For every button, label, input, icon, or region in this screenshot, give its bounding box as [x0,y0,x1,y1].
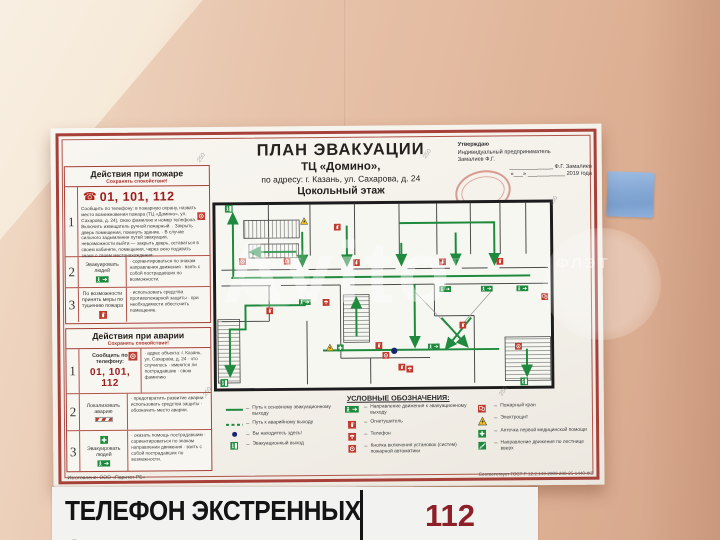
accident-step-1: 1 Сообщить по телефону: 01, 101, 112 · а… [66,348,211,395]
you-are-here-dot-icon [231,431,237,437]
fire-panel-header: Действия при пожаре Сохранять спокойстви… [64,166,209,188]
electrical-panel-icon [477,416,486,425]
first-aid-kit-icon [478,429,486,437]
step-number: 3 [67,431,81,473]
legend-label: Телефон [370,431,391,438]
watermark-row-text: ФЛЭТ [408,255,463,272]
accident-step-2: 2 Локализовать аварию · предотвратить ра… [66,393,212,432]
route-emergency-line-icon [225,423,243,426]
exit-sign-icon [97,460,110,467]
step-number: 1 [66,349,80,394]
fire-step-3-label: По возможности принять меры по тушению п… [81,290,123,310]
accident-step-2-bullets: · предотвратить развитие аварии · исполь… [130,395,207,413]
emergency-sign-line2: СЛУЖБ [65,531,361,540]
floor-plan-drawing [212,199,555,392]
fire-step-2-label: Эвакуировать людей [85,261,119,274]
wall-corner-line [344,0,347,128]
plan-floor: Цокольный этаж [297,184,385,198]
direction-sign-icon [345,405,359,412]
sign-divider [360,490,363,540]
gost-compliance-note: Соответствует ГОСТ Р 12.2.143-2009 200-2… [478,470,594,477]
legend-label: Вы находитесь здесь! [252,430,302,437]
legend-label: Направление движения по лестнице вверх [500,439,584,452]
stairs-up-icon [478,441,486,449]
emergency-number-112: 112 [424,498,475,533]
watermark-row-text: ФЛЭТ [250,255,305,272]
accident-actions-panel: Действия при аварии Сохранять спокойстви… [65,327,213,473]
evacuation-exit-icon [230,442,238,450]
hazard-stripes-icon [94,416,113,422]
plan-title-block: ПЛАН ЭВАКУАЦИИ ТЦ «Домино», по адресу: г… [201,140,481,198]
dimension-mark: 250 [548,195,560,207]
legend-label: Огнетушитель [370,419,403,426]
step-number: 2 [65,257,79,288]
legend-column-1: Путь к основному эвакуационному выходу П… [225,405,337,461]
watermark-row-text: ФЛЭТ [556,255,611,272]
watermark-circle [543,228,661,340]
accident-step-2-label: Локализовать аварию [86,402,121,415]
evacuation-plan-board: ПЛАН ЭВАКУАЦИИ ТЦ «Домино», по адресу: г… [50,123,605,490]
emergency-phone-sign: ТЕЛЕФОН ЭКСТРЕННЫХ СЛУЖБ 112 [52,487,538,540]
fire-alarm-button-icon [197,212,205,220]
step-number: 1 [64,187,79,257]
fire-step-2: 2 Эвакуировать людей · сориентироваться … [65,256,210,289]
accident-step-3: 3 Эвакуировать людей · оказать помощь по… [67,430,211,473]
legend-column-3: Пожарный кран Электрощит Аптечка первой … [473,403,597,459]
fire-step-3-bullets: · использовать средства противопожарной … [129,289,199,314]
fire-actions-panel: Действия при пожаре Сохранять спокойстви… [63,165,212,325]
emergency-sign-text: ТЕЛЕФОН ЭКСТРЕННЫХ СЛУЖБ [65,492,361,540]
legend-column-2: Направление движения к эвакуационному вы… [343,404,467,460]
plan-title: ПЛАН ЭВАКУАЦИИ [256,140,425,160]
legend-label: Направление движения к эвакуационному вы… [370,403,467,416]
legend-label: Путь к основному эвакуационному выходу [252,404,331,417]
plan-building: ТЦ «Домино», [301,160,381,174]
fire-extinguisher-icon [348,421,356,429]
legend-label: Электрощит [500,415,529,421]
accident-step-1-bullets: · адрес объекта: г. Казань, ул. Сахарова… [144,350,202,381]
accident-step-3-bullets: · оказать помощь пострадавшим · сориенти… [131,432,206,463]
exit-sign-icon [96,275,109,282]
accident-step-3-label: Эвакуировать людей [86,445,121,459]
emergency-sign-line1: ТЕЛЕФОН ЭКСТРЕННЫХ [65,495,361,526]
alarm-button-icon [128,352,137,361]
telephone-icon [348,433,356,441]
legend-label: Путь к аварийному выходу [252,420,314,427]
manufacturer-note: Изготовлено: ООО «Паритет-РБ» [67,474,146,482]
fire-hydrant-icon [478,404,486,412]
floor-plan [209,198,559,393]
phone-icon [83,192,97,203]
watermark-circle [238,236,310,308]
route-main-line-icon [225,408,243,411]
wall-shadow [640,0,720,540]
step-number: 3 [65,288,80,323]
fire-extinguisher-icon [99,311,107,319]
legend-title: УСЛОВНЫЕ ОБОЗНАЧЕНИЯ: [346,392,450,403]
fire-panel-subtitle: Сохранять спокойствие! [106,177,168,185]
fire-step-1-text: Сообщить по телефону: в пожарную охрану,… [81,205,200,259]
emergency-numbers: 01, 101, 112 [99,189,175,204]
legend-label: Аптечка первой медицинской помощи [500,427,587,434]
accident-panel-subtitle: Сохранять спокойствие! [107,339,169,347]
fire-alarm-button-icon [348,445,356,453]
fire-step-2-bullets: · сориентироваться по знакам направления… [129,258,201,283]
first-aid-icon [100,436,108,444]
fire-step-3: 3 По возможности принять меры по тушению… [65,287,210,323]
accident-panel-header: Действия при аварии Сохранять спокойстви… [66,328,211,350]
legend-label: Пожарный кран [500,403,536,409]
legend-label: Эвакуационный выход [252,440,304,447]
blue-tape [606,171,655,218]
emergency-numbers: 01, 101, 112 [89,366,131,389]
legend-label: Кнопка включения установок (систем) пожа… [370,443,457,456]
fire-step-1: 1 01, 101, 112 Сообщить по телефону: в п… [64,186,210,259]
step-number: 2 [66,394,81,431]
